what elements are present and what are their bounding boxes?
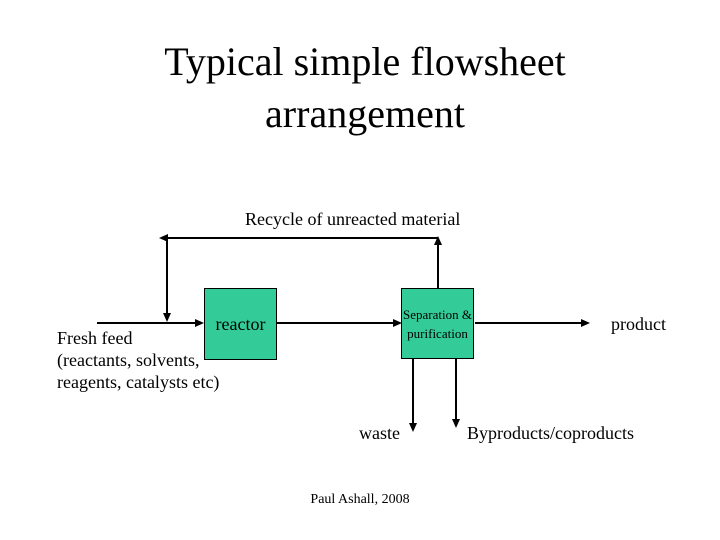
recycle-stream-label: Recycle of unreacted material (245, 209, 461, 229)
fresh-feed-label-line-1: Fresh feed (57, 328, 133, 348)
slide-title-line-2: arrangement (265, 91, 465, 136)
recycle-horizontal-line (167, 237, 438, 239)
slide-title-line-1: Typical simple flowsheet (164, 39, 566, 84)
separation-box-label-line-1: Separation & (403, 306, 472, 322)
recycle-left-arrowhead-icon (159, 234, 168, 242)
slide-title: Typical simple flowsheet arrangement (85, 36, 645, 140)
waste-line (412, 359, 414, 423)
recycle-up-arrowhead-icon (434, 236, 442, 245)
feed-line (97, 322, 195, 324)
recycle-down-arrowhead-icon (163, 313, 171, 322)
fresh-feed-label: Fresh feed (reactants, solvents, reagent… (57, 327, 219, 393)
fresh-feed-label-line-2: (reactants, solvents, (57, 350, 200, 370)
fresh-feed-label-line-3: reagents, catalysts etc) (57, 372, 220, 392)
reactor-to-separation-arrowhead-icon (393, 319, 402, 327)
waste-label: waste (359, 423, 400, 443)
byproducts-label: Byproducts/coproducts (467, 423, 634, 443)
recycle-up-line (437, 245, 439, 289)
waste-arrowhead-icon (409, 423, 417, 432)
recycle-down-line (166, 237, 168, 313)
reactor-box: reactor (204, 288, 277, 360)
product-arrowhead-icon (581, 319, 590, 327)
feed-arrowhead-icon (195, 319, 204, 327)
slide-footer-credit: Paul Ashall, 2008 (310, 492, 410, 507)
separation-box-label-line-2: purification (407, 325, 468, 341)
product-label: product (611, 314, 666, 334)
reactor-to-separation-line (277, 322, 393, 324)
separation-box: Separation & purification (401, 288, 474, 359)
byproducts-arrowhead-icon (452, 419, 460, 428)
byproducts-line (455, 359, 457, 419)
reactor-box-label: reactor (215, 313, 266, 334)
product-line (475, 322, 581, 324)
